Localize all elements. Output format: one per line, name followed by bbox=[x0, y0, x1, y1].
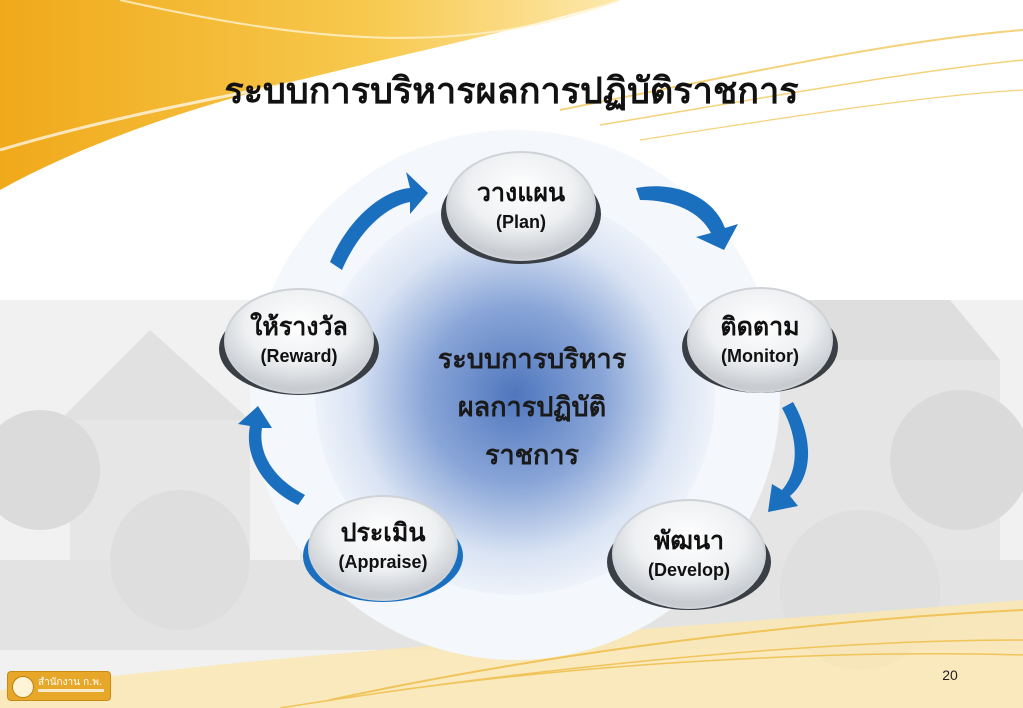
node-thai-label: ติดตาม bbox=[720, 312, 800, 341]
cycle-arrows bbox=[238, 172, 809, 512]
node-thai-label: วางแผน bbox=[476, 178, 566, 207]
node-thai-label: พัฒนา bbox=[653, 526, 725, 555]
node-reward: ให้รางวัล (Reward) bbox=[224, 311, 374, 369]
center-label-line: ระบบการบริหาร bbox=[437, 344, 627, 375]
node-english-label: (Appraise) bbox=[338, 552, 428, 572]
node-monitor: ติดตาม (Monitor) bbox=[685, 311, 835, 369]
ocsc-logo: สำนักงาน ก.พ. bbox=[8, 672, 110, 700]
node-thai-label: ประเมิน bbox=[340, 518, 426, 547]
center-label: ระบบการบริหาร ผลการปฏิบัติ ราชการ bbox=[392, 336, 672, 480]
node-bubbles bbox=[219, 151, 838, 610]
node-appraise: ประเมิน (Appraise) bbox=[308, 517, 458, 575]
arrow-reward-to-plan bbox=[330, 172, 428, 270]
gold-swoosh-top bbox=[0, 0, 620, 190]
seal-icon bbox=[12, 676, 34, 698]
page-number: 20 bbox=[942, 667, 958, 683]
node-english-label: (Reward) bbox=[260, 346, 338, 366]
node-develop: พัฒนา (Develop) bbox=[614, 525, 764, 583]
logo-text: สำนักงาน ก.พ. bbox=[38, 677, 103, 688]
slide-title: ระบบการบริหารผลการปฏิบัติราชการ bbox=[224, 71, 799, 112]
arrow-plan-to-monitor bbox=[636, 186, 738, 250]
node-english-label: (Develop) bbox=[647, 560, 730, 580]
node-english-label: (Plan) bbox=[495, 212, 546, 232]
node-plan: วางแผน (Plan) bbox=[446, 177, 596, 235]
arrow-monitor-to-develop bbox=[768, 402, 809, 512]
center-label-line: ราชการ bbox=[485, 440, 579, 471]
node-english-label: (Monitor) bbox=[721, 346, 799, 366]
node-thai-label: ให้รางวัล bbox=[250, 312, 348, 341]
arrow-appraise-to-reward bbox=[238, 406, 305, 505]
logo-subtitle-line bbox=[38, 689, 104, 692]
center-label-line: ผลการปฏิบัติ bbox=[457, 392, 607, 423]
